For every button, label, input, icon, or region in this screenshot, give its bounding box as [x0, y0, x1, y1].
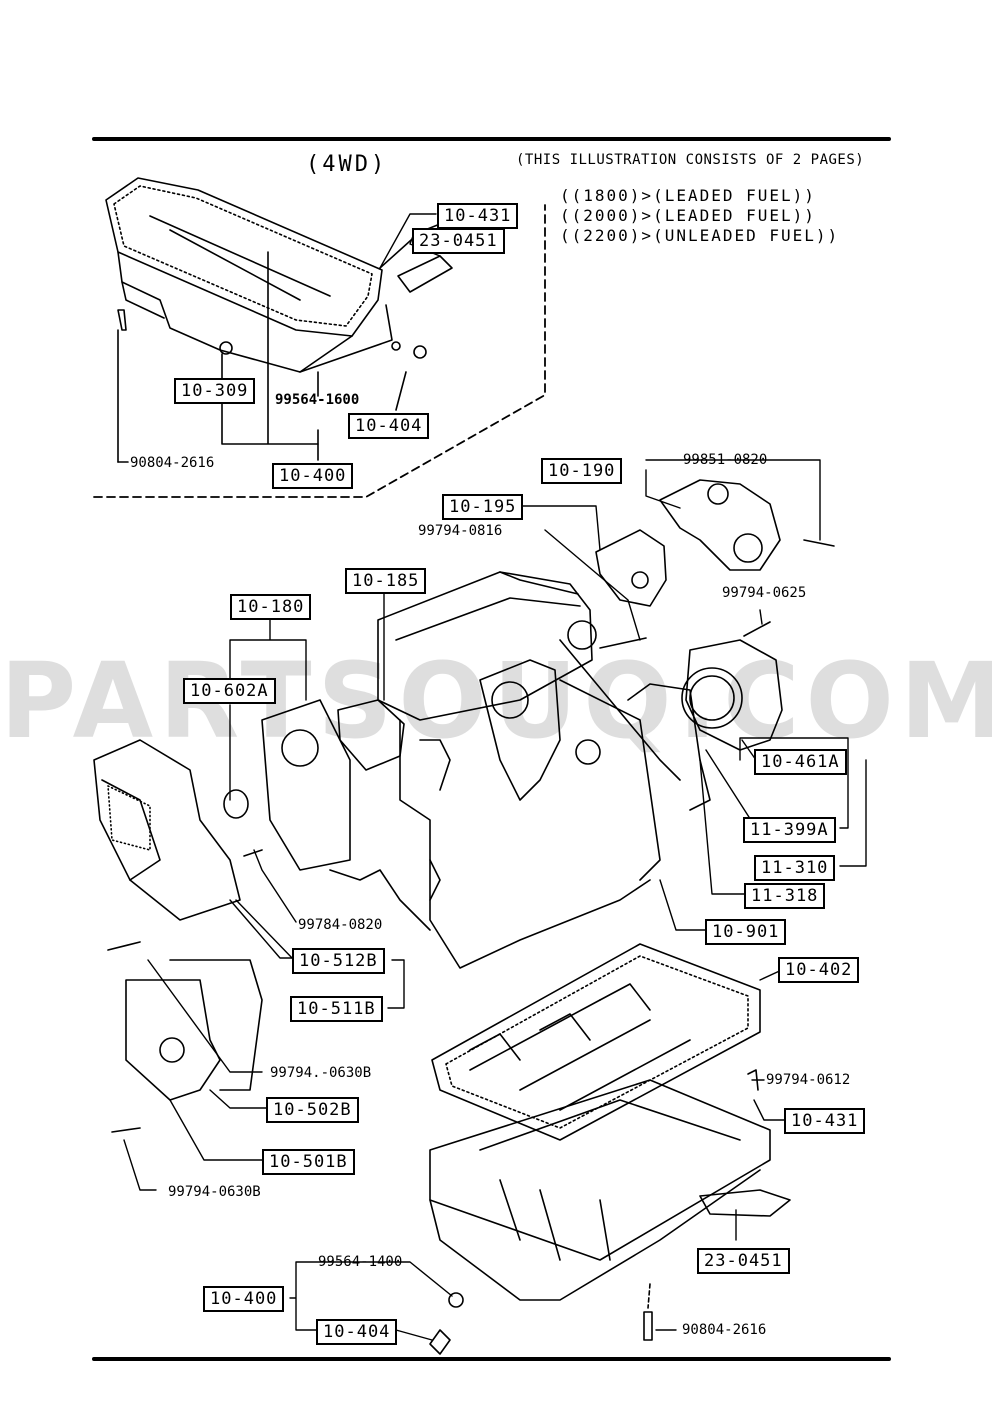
callout-10-512b[interactable]: 10-512B — [292, 948, 385, 974]
part-99851-0820[interactable]: 99851-0820 — [683, 452, 768, 468]
part-99794-0630b-lower[interactable]: 99794-0630B — [168, 1184, 261, 1200]
callout-10-400-upper[interactable]: 10-400 — [272, 463, 354, 489]
engine-block — [329, 571, 681, 969]
part-90804-2616-upper[interactable]: 90804-2616 — [130, 455, 215, 471]
4wd-boundary — [93, 204, 546, 498]
callout-23-0451-lower[interactable]: 23-0451 — [697, 1248, 790, 1274]
callout-10-402[interactable]: 10-402 — [778, 957, 860, 983]
callout-10-431-upper[interactable]: 10-431 — [437, 203, 519, 229]
part-99564-1600[interactable]: 99564-1600 — [275, 392, 360, 408]
part-99794-0816[interactable]: 99794-0816 — [418, 523, 503, 539]
rear-seal-carrier — [599, 621, 783, 811]
callout-11-310[interactable]: 11-310 — [754, 855, 836, 881]
callout-10-602a[interactable]: 10-602A — [183, 678, 276, 704]
callout-10-309[interactable]: 10-309 — [174, 378, 256, 404]
callout-10-404-upper[interactable]: 10-404 — [348, 413, 430, 439]
upper-oil-pan — [105, 177, 453, 463]
variant-2200: ((2200)>(UNLEADED FUEL)) — [560, 226, 840, 245]
part-90804-2616-lower[interactable]: 90804-2616 — [682, 1322, 767, 1338]
variant-1800: ((1800)>(LEADED FUEL)) — [560, 186, 816, 205]
callout-11-399a[interactable]: 11-399A — [743, 817, 836, 843]
callout-10-185[interactable]: 10-185 — [345, 568, 427, 594]
callout-10-502b[interactable]: 10-502B — [266, 1097, 359, 1123]
callout-10-195[interactable]: 10-195 — [442, 494, 524, 520]
leader-lines — [123, 213, 867, 1341]
callout-10-190[interactable]: 10-190 — [541, 458, 623, 484]
part-99784-0820[interactable]: 99784-0820 — [298, 917, 383, 933]
diagram-title: (4WD) — [306, 152, 388, 177]
lower-oil-pan — [429, 943, 791, 1355]
callout-10-461a[interactable]: 10-461A — [754, 749, 847, 775]
part-99794-0630b-upper[interactable]: 99794.-0630B — [270, 1065, 372, 1081]
callout-10-400-lower[interactable]: 10-400 — [203, 1286, 285, 1312]
callout-10-901[interactable]: 10-901 — [705, 919, 787, 945]
part-99794-0625[interactable]: 99794-0625 — [722, 585, 807, 601]
front-timing-covers — [93, 699, 405, 1133]
part-99564-1400[interactable]: 99564-1400 — [318, 1254, 403, 1270]
callout-10-501b[interactable]: 10-501B — [262, 1149, 355, 1175]
callout-10-180[interactable]: 10-180 — [230, 594, 312, 620]
part-99794-0612[interactable]: 99794-0612 — [766, 1072, 851, 1088]
callout-10-404-lower[interactable]: 10-404 — [316, 1319, 398, 1345]
callout-11-318[interactable]: 11-318 — [744, 883, 826, 909]
callout-10-431-lower[interactable]: 10-431 — [784, 1108, 866, 1134]
pages-note: (THIS ILLUSTRATION CONSISTS OF 2 PAGES) — [516, 152, 865, 168]
callout-10-511b[interactable]: 10-511B — [290, 996, 383, 1022]
variant-2000: ((2000)>(LEADED FUEL)) — [560, 206, 816, 225]
callout-23-0451-upper[interactable]: 23-0451 — [412, 228, 505, 254]
